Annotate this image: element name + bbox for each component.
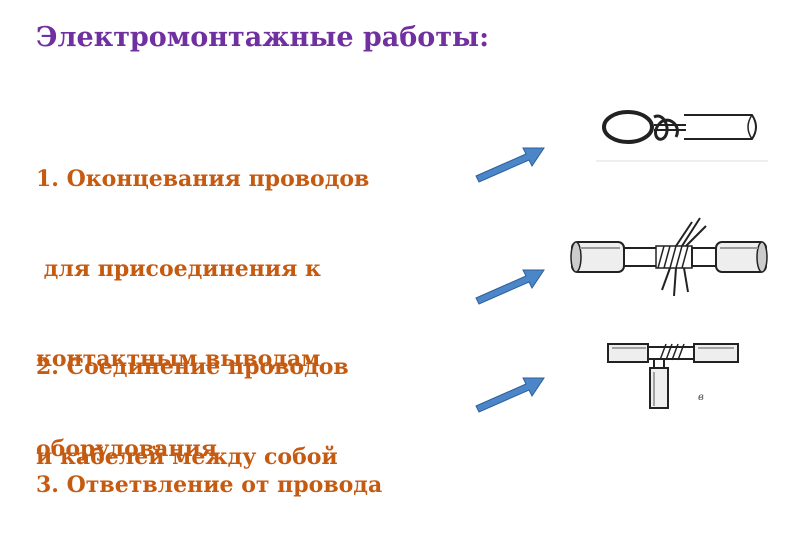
arrow-icon bbox=[475, 269, 545, 305]
wire-twist-icon bbox=[566, 212, 772, 304]
item-connection: 2. Соединение проводов и кабелей между с… bbox=[36, 292, 349, 532]
item-line: 2. Соединение проводов bbox=[36, 354, 349, 380]
arrow-icon bbox=[475, 377, 545, 413]
wire-loop-icon bbox=[592, 95, 772, 165]
slide: Электромонтажные работы: 1. Оконцевания … bbox=[36, 22, 774, 498]
item-line: 1. Оконцевания проводов bbox=[36, 166, 370, 192]
figure-label: в bbox=[698, 392, 704, 403]
wire-branch-icon: в bbox=[568, 330, 774, 410]
item-termination: 1. Оконцевания проводов для присоединени… bbox=[36, 104, 369, 524]
arrow-icon bbox=[475, 147, 545, 183]
item-branch: 3. Ответвление от провода bbox=[36, 410, 382, 560]
slide-title: Электромонтажные работы: bbox=[36, 22, 490, 53]
item-line: контактным выводам bbox=[36, 346, 321, 372]
item-line: для присоединения к bbox=[36, 256, 321, 282]
item-line: 3. Ответвление от провода bbox=[36, 472, 383, 498]
